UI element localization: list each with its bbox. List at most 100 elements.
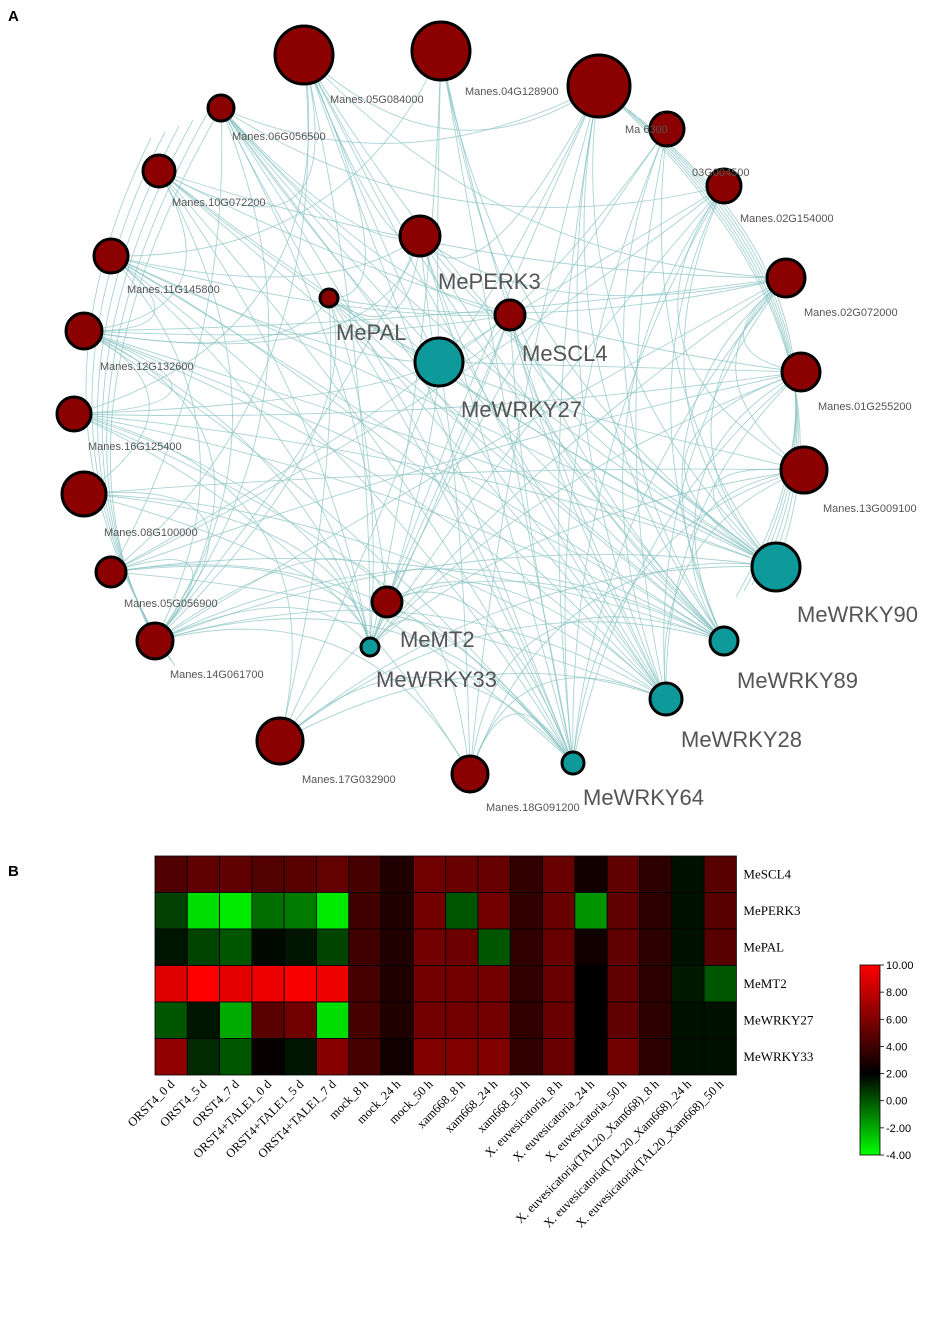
network-edge	[622, 185, 725, 700]
network-edge	[220, 107, 511, 316]
heatmap-colorbar: 10.008.006.004.002.000.00-2.00-4.00	[859, 960, 914, 1162]
heatmap-cell	[316, 1038, 350, 1076]
node-label-manes-18g091200: Manes.18G091200	[486, 802, 580, 814]
network-edge	[369, 619, 471, 775]
network-edge	[386, 580, 725, 642]
heatmap-cell	[283, 1038, 317, 1076]
network-edge	[110, 255, 777, 568]
node-label-manes-05g084000: Manes.05G084000	[330, 94, 424, 106]
network-edge	[110, 54, 309, 573]
network-edge	[154, 107, 270, 642]
node-label-manes-06g056500: Manes.06G056500	[232, 131, 326, 143]
heatmap-cell	[477, 855, 511, 893]
network-edge	[158, 54, 316, 208]
network-edge	[220, 107, 725, 208]
heatmap-cell	[251, 1001, 285, 1039]
network-edge	[73, 54, 310, 415]
network-edge	[469, 562, 777, 775]
colorbar-tick-label: 4.00	[886, 1041, 907, 1053]
heatmap-cell	[574, 855, 608, 893]
network-edge	[83, 314, 511, 336]
heatmap-cell	[186, 892, 221, 930]
network-edge	[572, 185, 725, 764]
heatmap-cell	[509, 1001, 543, 1039]
network-edge	[583, 85, 725, 642]
node-manes-18g091200	[450, 754, 490, 794]
network-edge	[419, 235, 725, 642]
heatmap-cell	[703, 892, 737, 930]
network-edge	[73, 413, 777, 568]
network-edge	[710, 277, 787, 568]
colorbar-tick-label: 8.00	[886, 987, 907, 999]
node-label-manes-08g100000: Manes.08G100000	[104, 527, 198, 539]
heatmap-cell	[186, 855, 221, 893]
network-edge	[110, 565, 371, 648]
heatmap-cell	[316, 892, 350, 930]
heatmap-cell	[574, 1038, 608, 1076]
network-edge	[83, 330, 371, 648]
network-edge	[110, 50, 442, 257]
heatmap-cell	[703, 928, 737, 966]
heatmap-cell	[186, 1038, 221, 1076]
node-mescl4	[493, 298, 527, 332]
network-edge	[83, 330, 777, 568]
heatmap-cell	[606, 892, 640, 930]
network-edge	[154, 610, 667, 700]
heatmap-cell	[316, 928, 350, 966]
heatmap-cell	[219, 965, 253, 1003]
heatmap-cell	[509, 892, 543, 930]
heatmap-row-label: MePERK3	[743, 903, 800, 918]
network-edge	[677, 185, 805, 471]
heatmap-cell	[703, 965, 737, 1003]
heatmap-cell	[283, 928, 317, 966]
heatmap-cell	[606, 855, 640, 893]
node-manes-04g128900	[410, 20, 472, 82]
heatmap-cell	[574, 1001, 608, 1039]
network-edge	[598, 85, 801, 568]
network-edge	[328, 235, 421, 317]
network-edge	[369, 469, 805, 648]
heatmap-cell	[574, 965, 608, 1003]
node-label-meperk3: MePERK3	[438, 269, 541, 294]
node-label-manes-03g004500: 03G004500	[692, 167, 750, 179]
network-edge	[158, 170, 787, 279]
network-edge	[576, 85, 667, 700]
network-edge	[110, 255, 725, 642]
heatmap-cell	[671, 1038, 705, 1076]
network-edge	[73, 413, 725, 642]
network-edge	[572, 277, 787, 764]
heatmap-cell	[606, 965, 640, 1003]
heatmap-cell	[671, 855, 705, 893]
node-manes-05g084000	[273, 24, 335, 86]
node-mewrky33	[359, 636, 381, 658]
network-edge	[220, 107, 574, 764]
network-edge	[303, 54, 574, 764]
node-mewrky27	[413, 336, 465, 388]
network-edge	[469, 85, 600, 775]
network-edge	[386, 361, 440, 603]
heatmap-cell	[283, 1001, 317, 1039]
network-edge	[83, 493, 574, 764]
network-edge	[154, 558, 388, 642]
colorbar-ticks: 10.008.006.004.002.000.00-2.00-4.00	[880, 960, 914, 1162]
heatmap-cell	[251, 892, 285, 930]
heatmap-cell	[251, 965, 285, 1003]
network-edge	[158, 170, 371, 648]
heatmap-cell	[348, 855, 382, 893]
network-edge	[154, 628, 471, 775]
node-label-mewrky90: MeWRKY90	[797, 602, 918, 627]
network-edge	[73, 413, 293, 742]
panel-a-letter: A	[8, 8, 19, 25]
node-label-manes-10g072200: Manes.10G072200	[172, 197, 266, 209]
heatmap-row-label: MePAL	[743, 939, 784, 954]
network-edge	[154, 607, 371, 648]
heatmap-cell	[348, 1001, 382, 1039]
node-label-mewrky33: MeWRKY33	[376, 667, 497, 692]
heatmap-cell	[606, 928, 640, 966]
heatmap-cell	[412, 892, 447, 930]
node-label-mewrky64: MeWRKY64	[583, 785, 704, 810]
network-edge	[83, 170, 187, 332]
node-label-manes-17g032900: Manes.17G032900	[302, 774, 396, 786]
network-edge	[91, 131, 172, 662]
